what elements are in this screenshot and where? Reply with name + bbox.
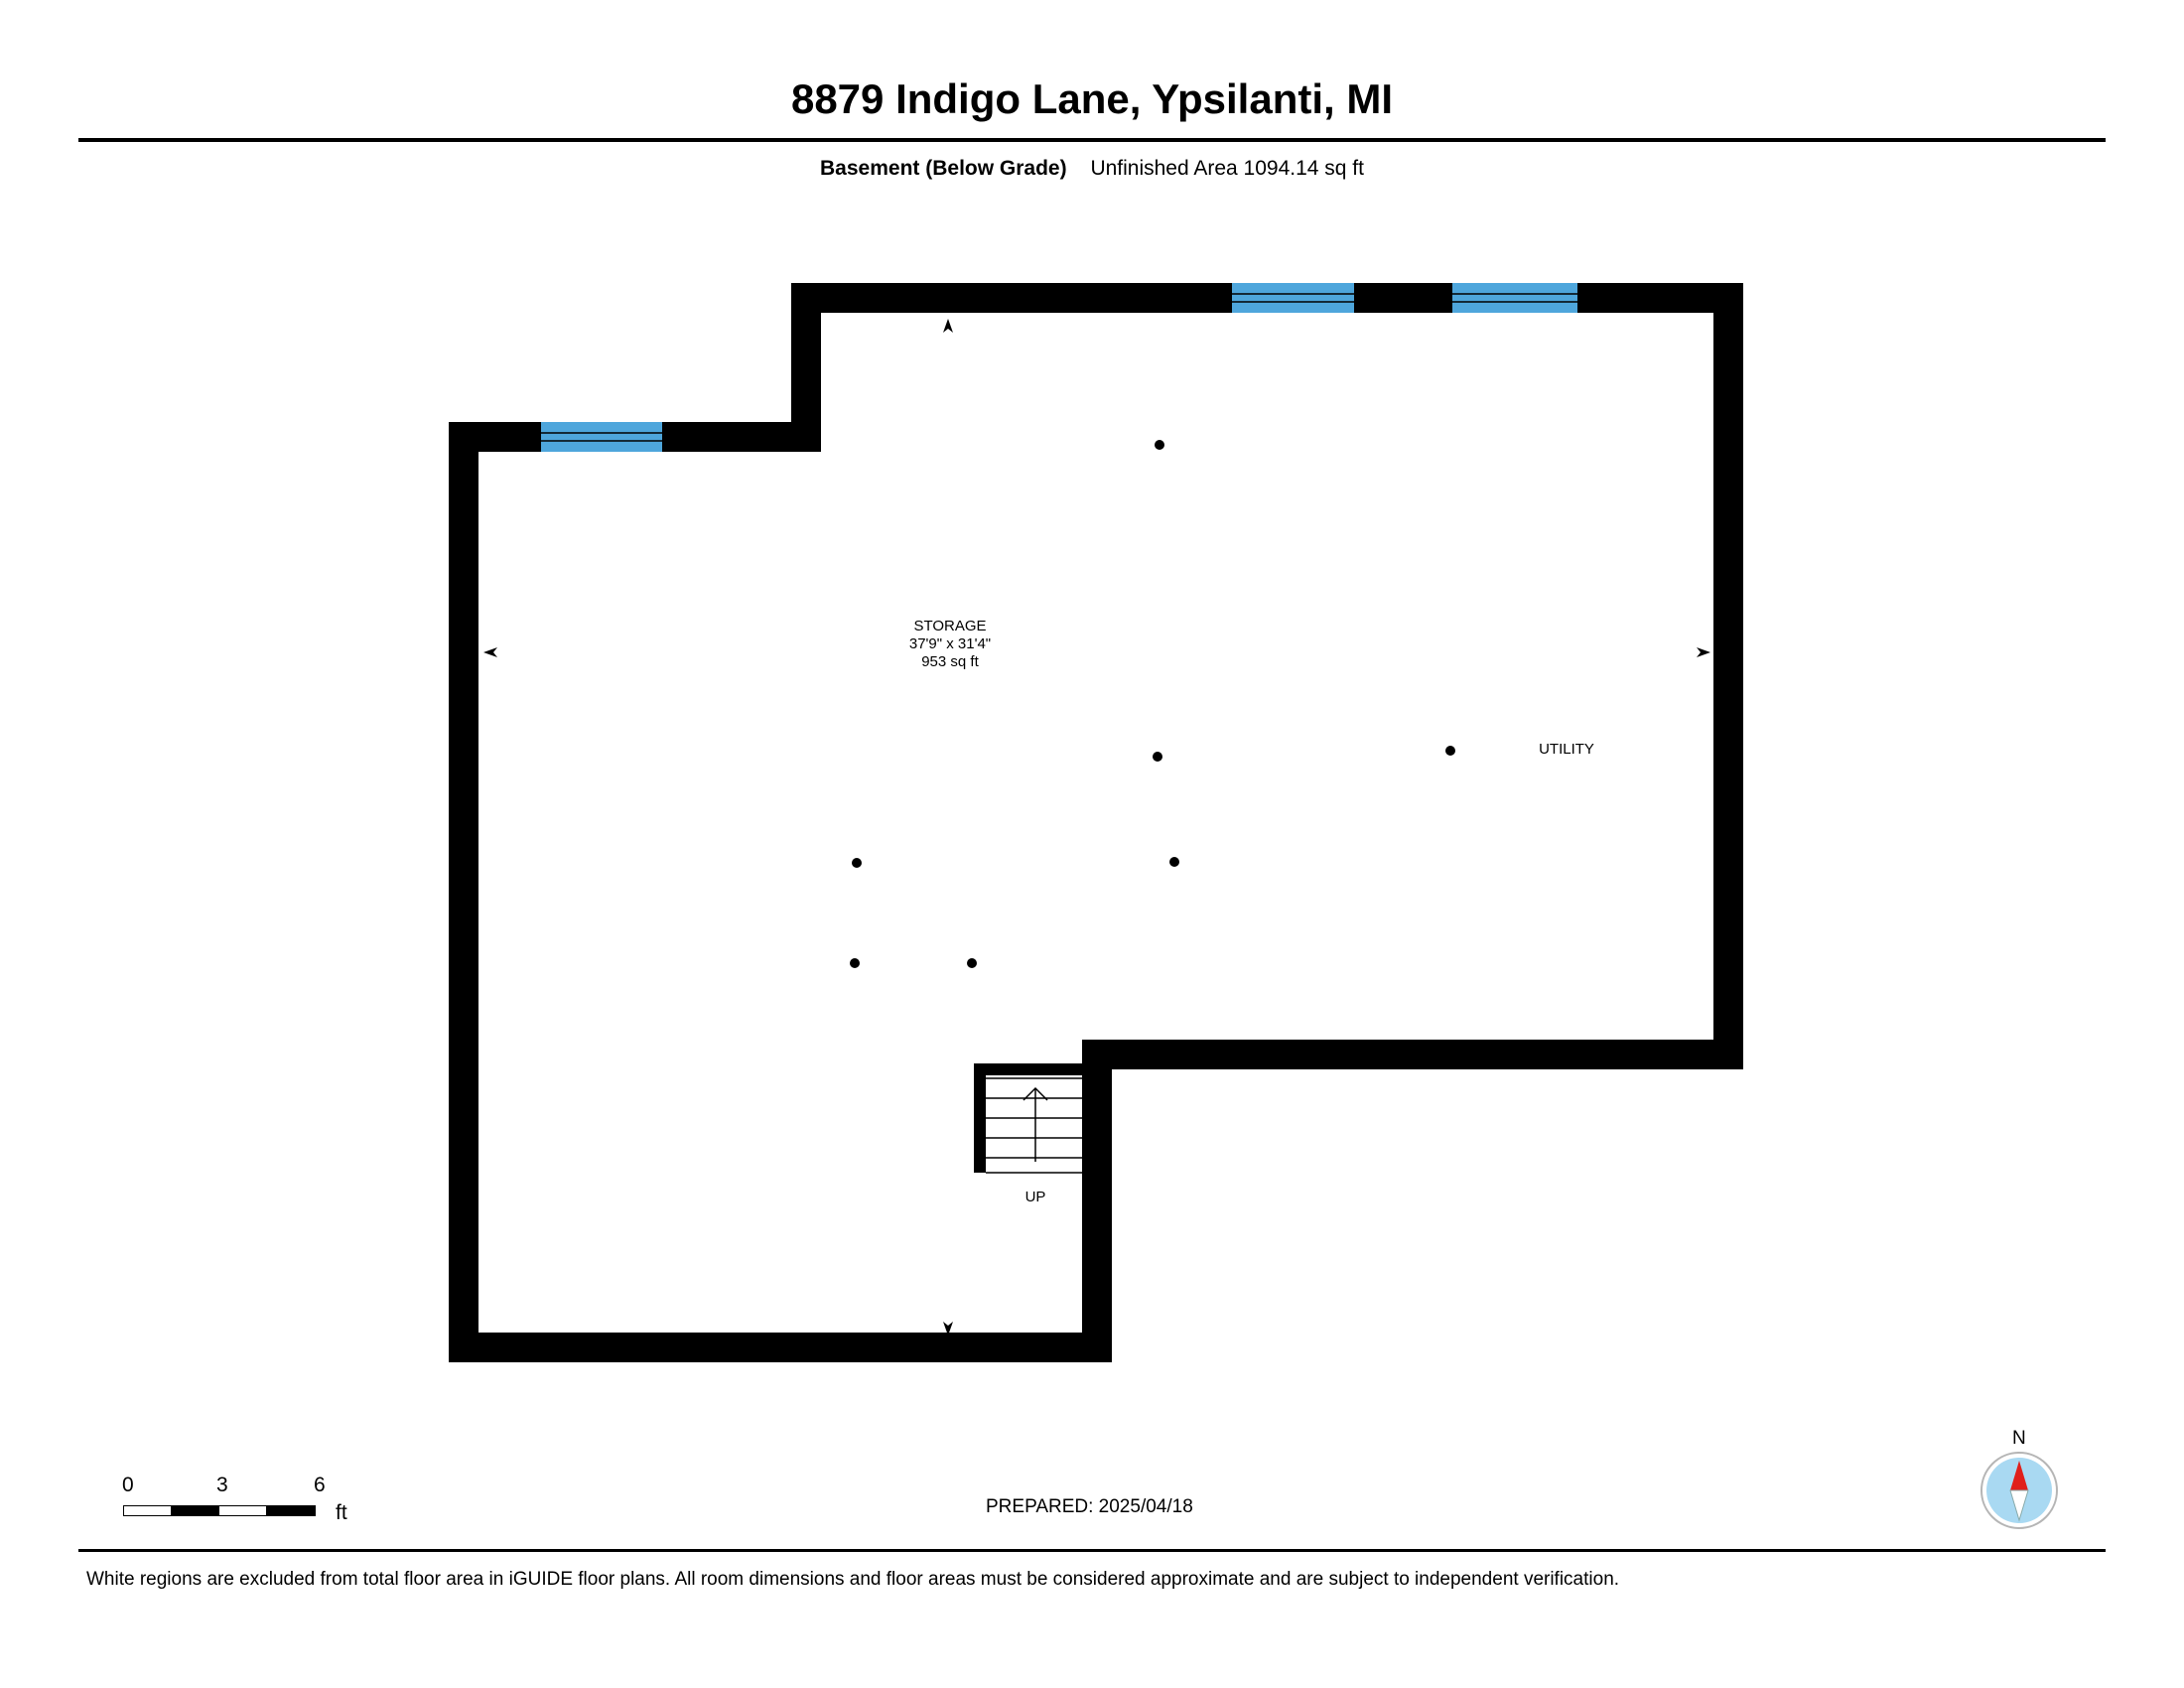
dimension-arrow-icon [943, 1322, 953, 1336]
footer-divider [78, 1549, 2106, 1552]
compass: N [1977, 1428, 2062, 1533]
scale-segment [123, 1505, 173, 1516]
header-divider [78, 138, 2106, 142]
page-title: 8879 Indigo Lane, Ypsilanti, MI [790, 75, 1394, 122]
room-area-storage: 953 sq ft [921, 653, 979, 670]
stairs-label: UP [1025, 1189, 1046, 1205]
dimension-arrow-icon [1697, 647, 1710, 657]
support-post [850, 958, 860, 968]
support-post [1445, 746, 1455, 756]
scale-tick: 6 [314, 1474, 326, 1496]
support-post [967, 958, 977, 968]
level-area: Unfinished Area 1094.14 sq ft [1090, 157, 1364, 180]
room-name-utility: UTILITY [1539, 741, 1594, 758]
compass-north-label: N [2012, 1428, 2026, 1449]
scale-segment [171, 1505, 220, 1516]
dimension-arrow-icon [943, 319, 953, 333]
support-post [1155, 440, 1164, 450]
support-posts [850, 440, 1455, 968]
level-summary: Basement (Below Grade) Unfinished Area 1… [0, 157, 2184, 181]
window [1232, 283, 1354, 313]
scale-tick: 0 [122, 1474, 134, 1496]
disclaimer: White regions are excluded from total fl… [86, 1569, 1620, 1590]
staircase [974, 1063, 1082, 1174]
scale-unit: ft [336, 1501, 347, 1524]
support-post [1153, 752, 1162, 762]
window [1452, 283, 1577, 313]
north-arrow-icon [1980, 1452, 2058, 1529]
exterior-walls [449, 283, 1743, 1362]
room-name-storage: STORAGE [913, 618, 986, 634]
scale-segment [218, 1505, 268, 1516]
room-dimensions-storage: 37'9" x 31'4" [909, 635, 991, 652]
prepared-date: PREPARED: 2025/04/18 [986, 1496, 1193, 1517]
level-name: Basement (Below Grade) [820, 157, 1067, 180]
support-post [1169, 857, 1179, 867]
scale-bar: 0 3 6 ft [119, 1474, 357, 1533]
support-post [852, 858, 862, 868]
dimension-arrow-icon [483, 647, 497, 657]
window [541, 422, 662, 452]
scale-segment [266, 1505, 316, 1516]
scale-tick: 3 [216, 1474, 228, 1496]
